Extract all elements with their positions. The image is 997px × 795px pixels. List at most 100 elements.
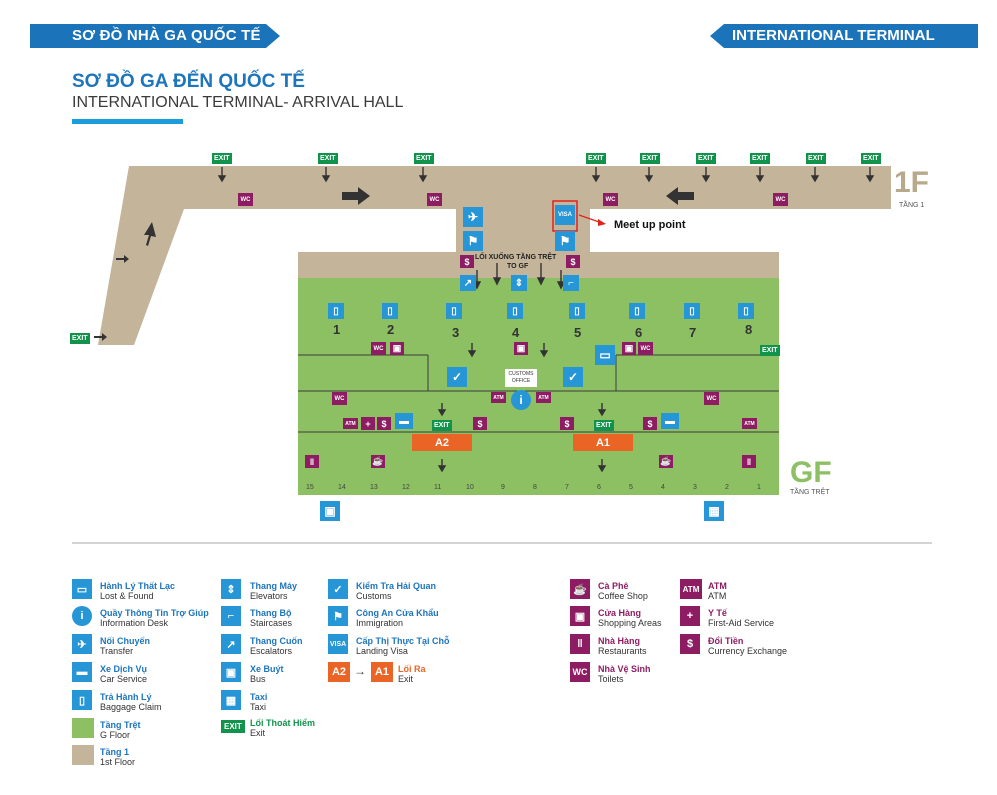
legend-toilet-en: Toilets (598, 674, 624, 684)
wc-icon: WC (704, 392, 719, 405)
wc-icon: WC (332, 392, 347, 405)
atm-icon: ATM (680, 579, 702, 599)
gate-a2-icon: A2 (328, 662, 350, 682)
baggage-claim-icon: ▯ (507, 303, 523, 319)
legend-exitroute-vn: Lối Ra (398, 664, 426, 674)
door-number: 5 (629, 484, 633, 491)
exit-icon: EXIT (221, 720, 245, 733)
car-service-icon: ▬ (395, 413, 413, 429)
legend-gfloor-vn: Tầng Trệt (100, 720, 141, 730)
elevator-icon: ⇕ (511, 275, 527, 291)
legend-stairs-en: Staircases (250, 618, 293, 628)
legend-baggage-vn: Trả Hành Lý (100, 692, 152, 702)
escalator-icon: ↗ (221, 634, 241, 654)
shopping-icon: ▣ (514, 342, 528, 355)
elevator-icon: ⇕ (221, 579, 241, 599)
first-aid-icon: + (361, 417, 375, 430)
lost-found-icon: ▭ (595, 345, 615, 365)
belt-number: 5 (574, 325, 582, 340)
baggage-claim-icon: ▯ (382, 303, 398, 319)
wc-icon: WC (427, 193, 442, 206)
wc-icon: WC (603, 193, 618, 206)
legend-exitroute-en: Exit (398, 674, 414, 684)
legend-firstaid-vn: Y Tế (708, 608, 727, 618)
floor-1f-sub: TẦNG 1 (899, 202, 925, 209)
landing-visa-icon: VISA (328, 634, 348, 654)
legend-restaurant-vn: Nhà Hàng (598, 636, 641, 646)
customs-office-line1: CUSTOMS (508, 371, 534, 377)
legend-transfer-vn: Nối Chuyến (100, 636, 151, 646)
wc-icon: WC (371, 342, 386, 355)
legend-immigration-en: Immigration (356, 618, 404, 628)
currency-exchange-icon: $ (680, 634, 700, 654)
gate-a1: A1 (573, 434, 633, 451)
exit-sign: EXIT (432, 420, 452, 431)
exit-sign: EXIT (212, 153, 232, 164)
currency-exchange-icon: $ (377, 417, 391, 430)
legend-info-vn: Quầy Thông Tin Trợ Giúp (100, 608, 209, 618)
g-floor-swatch (72, 718, 94, 738)
down-to-gf-sublabel: TO GF (507, 263, 529, 270)
legend-bus-en: Bus (250, 674, 266, 684)
lost-found-icon: ▭ (72, 579, 92, 599)
legend-customs-vn: Kiểm Tra Hải Quan (356, 581, 437, 591)
baggage-claim-icon: ▯ (328, 303, 344, 319)
legend-stairs-vn: Thang Bộ (250, 608, 292, 618)
legend-visa-vn: Cấp Thị Thực Tại Chỗ (356, 636, 450, 646)
transfer-icon: ✈ (463, 207, 483, 227)
atm-icon: ATM (491, 392, 506, 403)
wc-icon: WC (773, 193, 788, 206)
exit-sign: EXIT (696, 153, 716, 164)
legend-atm-en: ATM (708, 591, 727, 601)
corridor-1f-lower (298, 252, 779, 278)
legend-customs-en: Customs (356, 591, 392, 601)
exit-sign: EXIT (594, 420, 614, 431)
legend-1f-en: 1st Floor (100, 757, 136, 767)
immigration-icon: ⚑ (328, 606, 348, 626)
door-number: 6 (597, 484, 601, 491)
floor-gf-label: GF (790, 456, 832, 489)
information-desk-icon: i (511, 390, 531, 410)
atm-icon: ATM (742, 418, 757, 429)
header-left-title: SƠ ĐỒ NHÀ GA QUỐC TẾ (72, 27, 261, 44)
exit-sign: EXIT (640, 153, 660, 164)
legend-info-en: Information Desk (100, 618, 169, 628)
coffee-icon: ☕ (570, 579, 590, 599)
restaurant-icon: ‖ (742, 455, 756, 468)
taxi-icon: ▦ (704, 501, 724, 521)
door-number: 2 (725, 484, 729, 491)
baggage-claim-icon: ▯ (72, 690, 92, 710)
legend-car-vn: Xe Dịch Vụ (100, 664, 148, 674)
title-underline (72, 119, 183, 124)
exit-sign: EXIT (586, 153, 606, 164)
bus-icon: ▣ (320, 501, 340, 521)
escalator-icon: ↗ (460, 275, 476, 291)
legend-escalator-vn: Thang Cuốn (250, 636, 303, 646)
baggage-claim-icon: ▯ (629, 303, 645, 319)
info-icon: i (72, 606, 92, 626)
legend-firstaid-en: First-Aid Service (708, 618, 775, 628)
coffee-icon: ☕ (659, 455, 673, 468)
currency-exchange-icon: $ (473, 417, 487, 430)
door-number: 15 (306, 484, 314, 491)
first-aid-icon: + (680, 606, 700, 626)
exit-sign: EXIT (414, 153, 434, 164)
floor-gf-sub: TẦNG TRỆT (790, 489, 830, 496)
exit-sign: EXIT (318, 153, 338, 164)
floor-1f-label: 1F (894, 166, 930, 199)
immigration-icon: ⚑ (555, 231, 575, 251)
legend-immigration-vn: Công An Cửa Khẩu (356, 608, 439, 618)
car-service-icon: ▬ (661, 413, 679, 429)
header-band-right (710, 24, 978, 48)
door-number: 9 (501, 484, 505, 491)
atm-icon: ATM (536, 392, 551, 403)
legend-toilet-vn: Nhà Vệ Sinh (598, 664, 651, 674)
currency-exchange-icon: $ (566, 255, 580, 268)
walk-arrows (94, 187, 694, 341)
exit-arrows (217, 167, 875, 473)
belt-number: 3 (452, 325, 460, 340)
legend-elevator-vn: Thang Máy (250, 581, 298, 591)
baggage-claim-icon: ▯ (446, 303, 462, 319)
currency-exchange-icon: $ (643, 417, 657, 430)
currency-exchange-icon: $ (560, 417, 574, 430)
